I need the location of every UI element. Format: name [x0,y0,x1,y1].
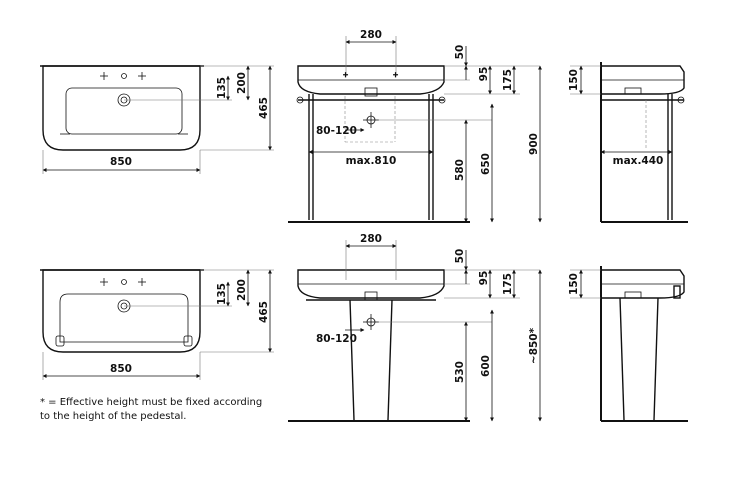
dim-max-width: max.810 [346,155,397,167]
dim-rim-height-2: 50 [454,249,466,264]
dim-width: 850 [110,156,132,168]
svg-text:+: + [343,70,348,80]
dim-side-bowl-depth: 150 [568,69,580,91]
dim-width-2: 850 [110,363,132,375]
dim-waste-height-2: 600 [480,355,492,377]
dim-trap-offset: 80-120 [316,125,357,137]
dim-max-depth: max.440 [613,155,664,167]
svg-text:+: + [393,70,398,80]
dim-rail-height: 580 [454,159,466,181]
dim-waste-height: 650 [480,153,492,175]
dim-rim-height: 50 [454,45,466,60]
dim-tap-spacing: 280 [360,29,382,41]
dim-trap-offset-2: 80-120 [316,333,357,345]
top-side-view: 150 max.440 [568,62,688,223]
bottom-front-view: 280 80-120 50 95 175 530 600 ~850* [288,233,542,422]
dim-bowl-height: 95 [478,67,490,82]
dim-tap-spacing-2: 280 [360,233,382,245]
footnote-line-1: * = Effective height must be fixed accor… [40,397,263,408]
dim-total-height-2: ~850* [528,327,540,364]
dim-bowl-depth-2: 200 [236,279,248,301]
dim-bowl-depth: 200 [236,72,248,94]
bottom-side-view: 150 [568,266,688,422]
dim-tap-offset: 135 [216,77,228,99]
dim-total-depth: 465 [258,97,270,119]
footnote-line-2: to the height of the pedestal. [40,411,187,422]
dim-overall-height: 175 [502,69,514,91]
dim-overall-height-2: 175 [502,273,514,295]
top-front-view: 280 ++ 80-120 max.810 50 95 175 580 650 … [288,29,542,223]
dim-side-bowl-depth-2: 150 [568,273,580,295]
footnote: * = Effective height must be fixed accor… [40,396,300,424]
top-plan-view: 850 135 200 465 [40,65,274,174]
bottom-plan-view: 850 135 200 465 [40,269,274,380]
dim-total-height: 900 [528,133,540,155]
dim-tap-offset-2: 135 [216,283,228,305]
dim-pedestal-height: 530 [454,361,466,383]
dim-total-depth-2: 465 [258,301,270,323]
dim-bowl-height-2: 95 [478,271,490,286]
